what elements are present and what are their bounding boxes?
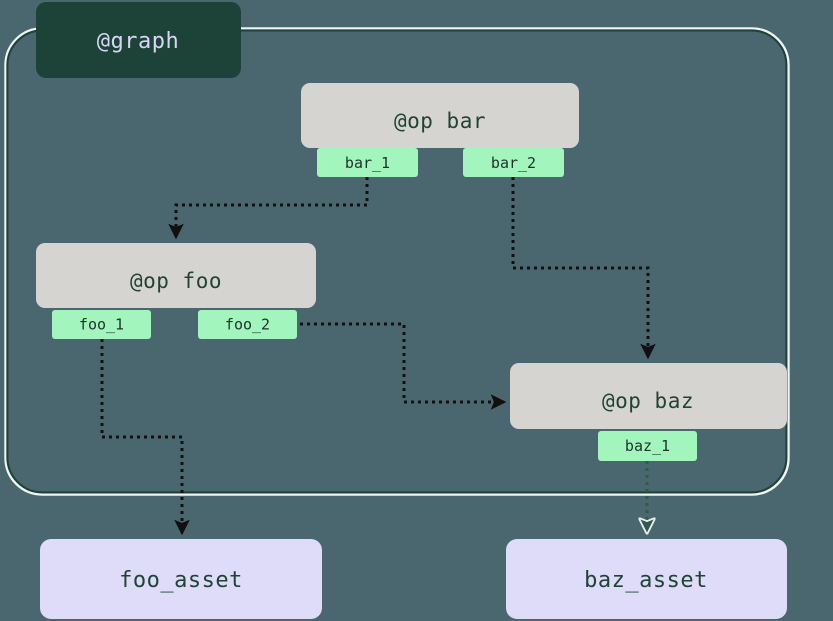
op-node-bar-box[interactable] (301, 83, 579, 148)
port-bar_1-box[interactable] (317, 148, 418, 177)
port-foo_1[interactable]: foo_1 (52, 310, 151, 339)
asset-node-baz_asset-box[interactable] (506, 539, 787, 619)
graph-title[interactable]: @graph (36, 2, 241, 78)
asset-node-foo_asset[interactable]: foo_asset (40, 539, 322, 619)
op-node-foo[interactable]: @op foo foo_1 foo_2 (36, 243, 316, 339)
port-baz_1-box[interactable] (598, 431, 697, 461)
port-bar_2-label: bar_2 (491, 154, 536, 172)
op-node-baz-box[interactable] (510, 363, 787, 429)
port-foo_1-label: foo_1 (79, 316, 124, 334)
asset-node-foo_asset-box[interactable] (40, 539, 322, 619)
edge-foo1-fooasset (100, 339, 190, 536)
port-bar_1-label: bar_1 (345, 154, 390, 172)
asset-node-foo_asset-label: foo_asset (119, 568, 243, 593)
port-foo_2[interactable]: foo_2 (198, 310, 297, 339)
op-node-foo-box[interactable] (36, 243, 316, 308)
op-node-baz-label: @op baz (602, 389, 694, 413)
op-node-bar-label: @op bar (394, 109, 486, 133)
graph-title-label: @graph (97, 29, 179, 54)
graph-title-box[interactable] (36, 2, 241, 78)
op-node-foo-label: @op foo (130, 269, 222, 293)
edge-foo2-baz (300, 322, 507, 410)
port-bar_1[interactable]: bar_1 (317, 148, 418, 177)
port-bar_2[interactable]: bar_2 (463, 148, 564, 177)
op-node-baz[interactable]: @op baz baz_1 (510, 363, 787, 461)
graph-container-border (4, 27, 790, 496)
asset-node-baz_asset-label: baz_asset (584, 568, 708, 593)
port-bar_2-box[interactable] (463, 148, 564, 177)
port-baz_1-label: baz_1 (625, 437, 670, 455)
edge-layer (100, 177, 656, 536)
port-baz_1[interactable]: baz_1 (598, 431, 697, 461)
port-foo_2-box[interactable] (198, 310, 297, 339)
op-node-bar[interactable]: @op bar bar_1 bar_2 (301, 83, 579, 177)
edge-bar2-baz (511, 177, 656, 360)
edge-bar1-foo (168, 177, 369, 240)
port-foo_2-label: foo_2 (225, 316, 270, 334)
asset-node-baz_asset[interactable]: baz_asset (506, 539, 787, 619)
port-foo_1-box[interactable] (52, 310, 151, 339)
